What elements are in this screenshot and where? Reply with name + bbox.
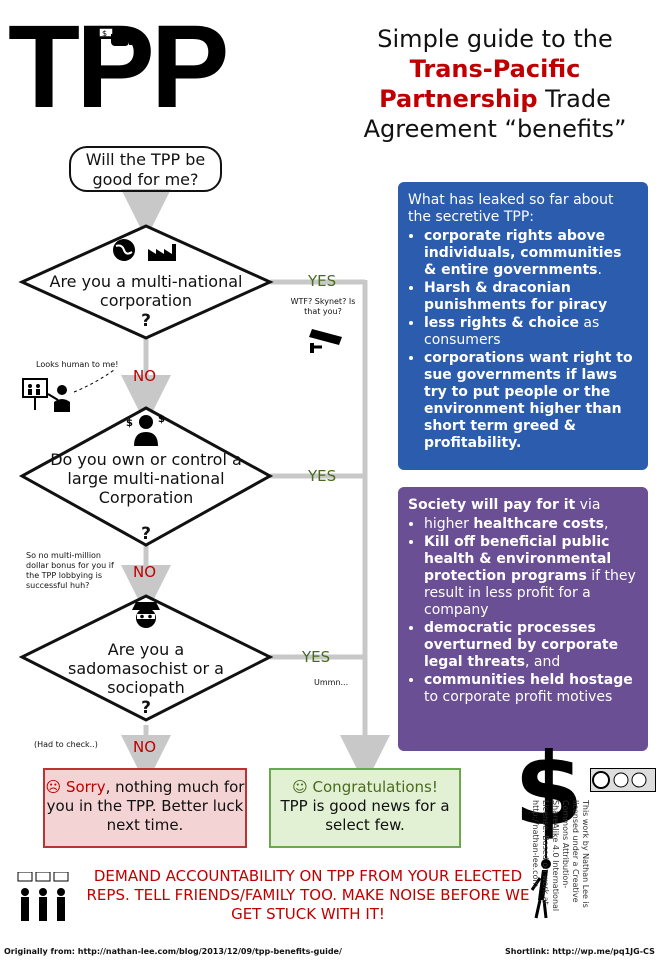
note-human: Looks human to me! [36, 360, 119, 369]
footer-source: Originally from: http://nathan-lee.com/b… [4, 947, 342, 956]
yes-label-3: YES [302, 648, 331, 666]
page-title: Simple guide to the Trans-Pacific Partne… [363, 25, 627, 143]
yes-label-2: YES [308, 467, 337, 485]
leaked-item: less rights & choice as consumers [424, 315, 638, 349]
sorry-text: , nothing much for you in the TPP. Bette… [46, 778, 245, 834]
speech-dashes [73, 369, 115, 393]
decision-diamond-2 [18, 406, 274, 547]
note-ummn: Ummn... [314, 678, 349, 687]
question-1-mark: ? [141, 311, 151, 331]
decision-diamond-3 [18, 594, 274, 722]
leaked-intro: What has leaked so far about the secreti… [408, 192, 614, 225]
svg-text:$: $ [158, 414, 165, 425]
no-label-1: NO [133, 367, 157, 385]
footer-shortlink: Shortlink: http://wp.me/pq1JG-CS [505, 947, 655, 956]
society-intro: Society will pay for it via [408, 497, 601, 513]
society-item: communities held hostage to corporate pr… [424, 672, 638, 706]
congrats-text: TPP is good news for a select few. [280, 797, 450, 834]
outcome-congrats: ☺ Congratulations! TPP is good news for … [269, 768, 461, 848]
cc-license-badge [590, 768, 656, 792]
leaked-item: corporate rights above individuals, comm… [424, 228, 638, 279]
note-skynet: WTF? Skynet? Is that you? [290, 297, 356, 316]
question-3-mark: ? [141, 698, 151, 718]
sad-face-icon: ☹ [45, 778, 62, 796]
leaked-item: Harsh & draconian punishments for piracy [424, 280, 638, 314]
note-bonus: So no multi-million dollar bonus for you… [26, 551, 114, 590]
svg-text:$: $ [126, 418, 133, 429]
society-cost-panel: Society will pay for it via higher healt… [398, 487, 648, 751]
svg-text:$: $ [514, 731, 584, 848]
call-to-action: DEMAND ACCOUNTABILITY ON TPP FROM YOUR E… [86, 867, 530, 923]
start-question: Will the TPP be good for me? [69, 146, 222, 192]
decision-diamond-1 [18, 224, 274, 340]
dollar-hanging-figure-icon: $ [510, 728, 590, 928]
leaked-item: corporations want right to sue governmen… [424, 350, 638, 452]
globe-factory-icon [112, 238, 182, 262]
tpp-logo: TPP [8, 1, 229, 133]
congrats-lead: Congratulations! [312, 778, 438, 796]
businessman-dollar-icon: $$ [124, 412, 168, 448]
presenter-icon [22, 378, 74, 412]
leaked-info-panel: What has leaked so far about the secreti… [398, 182, 648, 470]
money-hand-icon: $ [97, 26, 137, 48]
sorry-lead: Sorry [65, 778, 106, 796]
masked-villain-icon [128, 600, 164, 632]
note-check: (Had to check..) [34, 740, 98, 749]
svg-text:$: $ [102, 29, 107, 38]
question-3: Are you a sadomasochist or a sociopath [68, 640, 224, 697]
smiley-face-icon: ☺ [292, 778, 308, 796]
no-label-2: NO [133, 563, 157, 581]
question-1: Are you a multi-national corporation [49, 272, 243, 310]
security-camera-icon [308, 325, 348, 353]
protesters-icon [16, 871, 70, 922]
question-2: Do you own or control a large multi-nati… [50, 450, 242, 507]
society-item: Kill off beneficial public health & envi… [424, 534, 638, 619]
outcome-sorry: ☹ Sorry, nothing much for you in the TPP… [43, 768, 247, 848]
no-label-3: NO [133, 738, 157, 756]
question-2-mark: ? [141, 524, 151, 544]
society-item: democratic processes overturned by corpo… [424, 620, 638, 671]
society-item: higher healthcare costs, [424, 516, 638, 533]
yes-label-1: YES [308, 272, 337, 290]
